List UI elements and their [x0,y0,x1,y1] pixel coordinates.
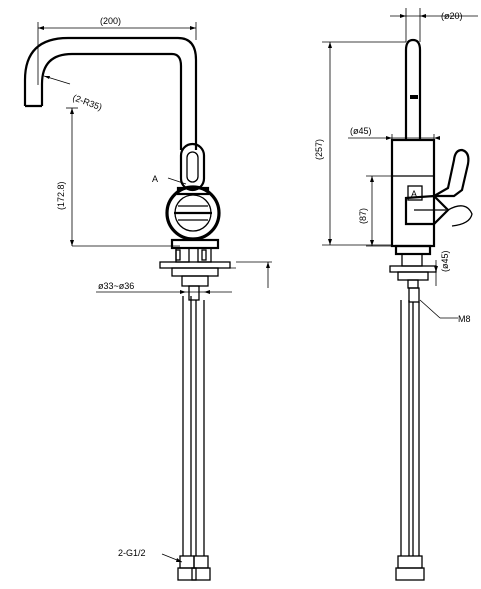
handle-lever [179,142,206,192]
side-label-a: A [411,189,417,199]
side-body: A [390,138,473,248]
label-a: A [152,174,158,184]
dim-top-dia-label: (ø20) [441,11,463,21]
base-assembly: ø33~ø36 [96,238,272,301]
side-view: (ø20) (257) (ø45) [314,8,478,581]
dim-body-dia-label: (ø45) [350,126,372,136]
dim-height: (172.8) [56,107,180,247]
dim-body-height-label: (87) [358,208,368,224]
dim-total-height: (257) [314,41,406,246]
spout: (2-R35) [23,36,198,150]
dim-total-height-label: (257) [314,139,324,160]
thread-label: 2-G1/2 [118,548,146,558]
hoses-side [395,300,425,581]
dim-width-label: (200) [100,16,121,26]
side-stud: M8 [408,287,471,324]
dim-base-dia-label: (ø45) [440,250,450,272]
dim-top-dia: (ø20) [390,8,478,42]
front-view: (200) (2-R35) (172.8) [23,16,272,581]
bolt-label: M8 [458,314,471,324]
side-base: (ø45) [389,244,450,289]
dim-body-height: (87) [358,175,392,247]
side-spout [404,38,422,140]
dim-radius-label: (2-R35) [71,92,103,112]
hoses-front: 2-G1/2 [118,296,211,581]
dim-width: (200) [37,16,197,85]
valve-body: A [152,174,221,241]
dim-hole-label: ø33~ø36 [98,281,134,291]
dim-height-label: (172.8) [56,181,66,210]
